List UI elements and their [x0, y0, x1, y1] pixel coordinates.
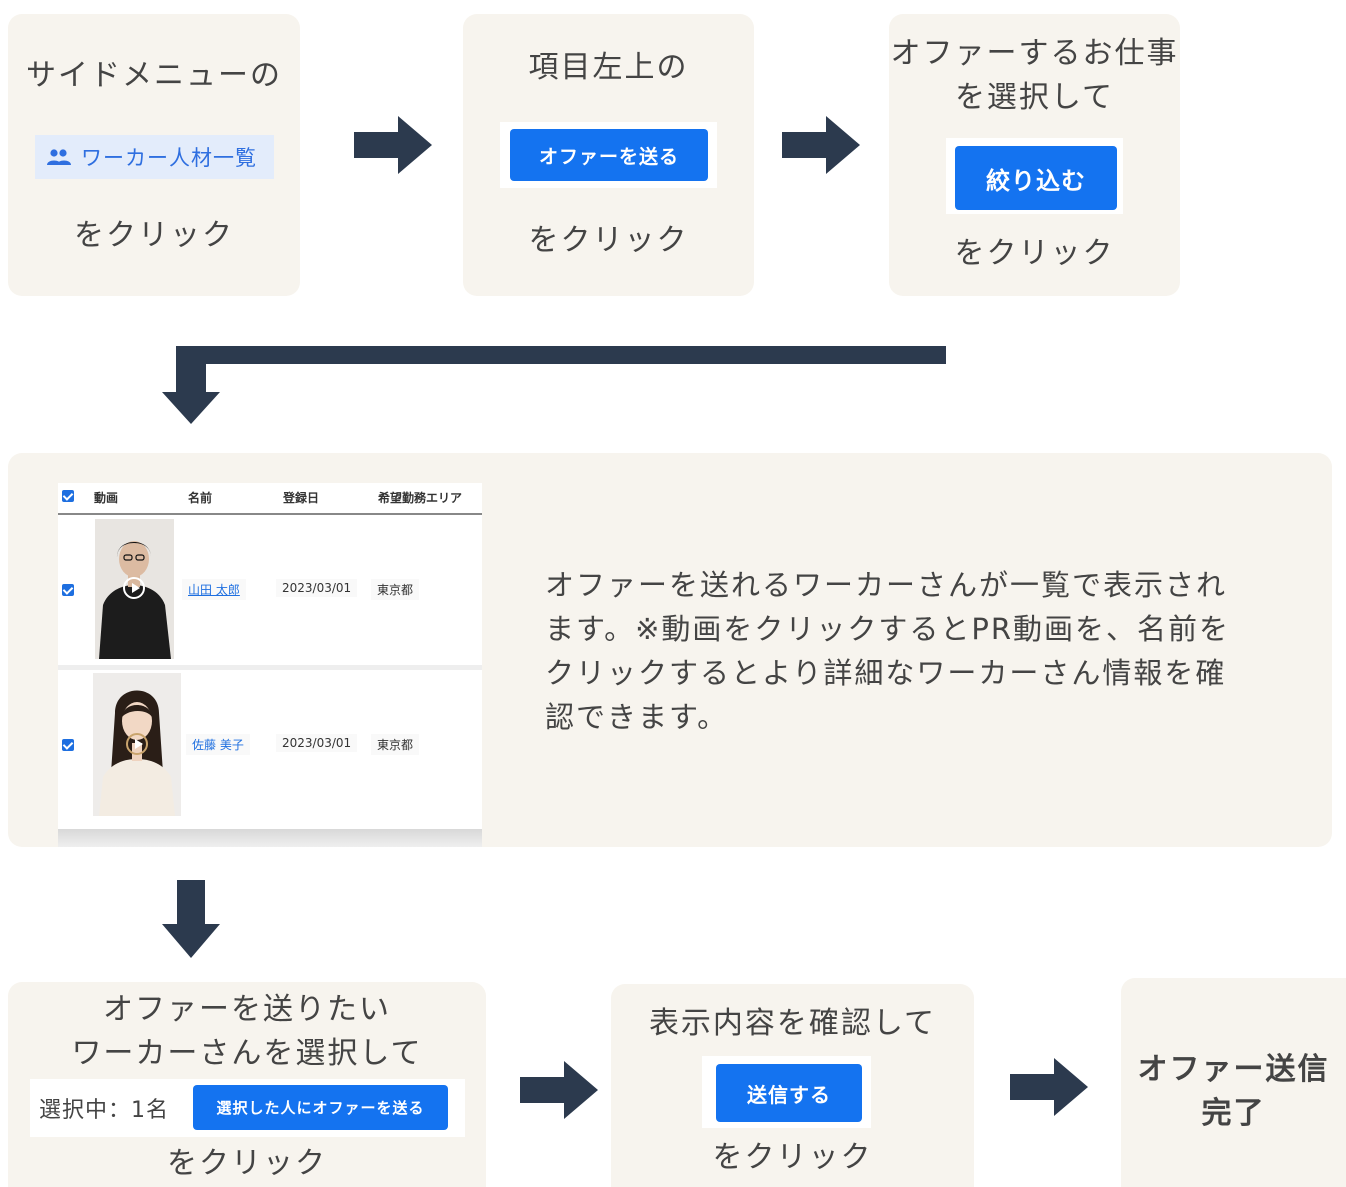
- arrow-down-icon: [162, 880, 220, 958]
- description-line: ます。※動画をクリックするとPR動画を、名前を: [545, 612, 1231, 646]
- column-header-name: 名前: [188, 491, 213, 505]
- worker-table-screenshot: 動画 名前 登録日 希望勤務エリア 山田 太郎 2023/03/01: [58, 483, 482, 847]
- step1-card: サイドメニューの ワーカー人材一覧 をクリック: [8, 14, 300, 296]
- send-offer-to-selected-button[interactable]: 選択した人にオファーを送る: [193, 1085, 448, 1130]
- description-line: 認できます。: [545, 700, 729, 734]
- sidebar-item-label: ワーカー人材一覧: [81, 146, 257, 170]
- completion-line2: 完了: [1201, 1096, 1266, 1131]
- column-header-registered: 登録日: [283, 491, 320, 505]
- registered-date: 2023/03/01: [276, 579, 358, 597]
- step1-action: をクリック: [74, 218, 234, 253]
- send-offer-button[interactable]: オファーを送る: [510, 129, 708, 181]
- worker-video-thumbnail[interactable]: [93, 673, 181, 816]
- selection-bar: 選択中：1名 選択した人にオファーを送る: [30, 1079, 465, 1137]
- step2-instruction: 項目左上の: [528, 50, 689, 85]
- button-frame: 送信する: [702, 1056, 871, 1128]
- select-all-checkbox[interactable]: [62, 490, 74, 502]
- registered-date: 2023/03/01: [276, 734, 358, 752]
- arrow-right-icon: [1010, 1058, 1088, 1116]
- arrow-right-icon: [782, 116, 860, 174]
- step7-card: オファー送信 完了: [1121, 978, 1346, 1187]
- step5-instruction-line2: ワーカーさんを選択して: [71, 1036, 423, 1071]
- step3-action: をクリック: [954, 236, 1115, 271]
- step1-instruction: サイドメニューの: [26, 58, 282, 93]
- play-icon[interactable]: [126, 733, 148, 755]
- completion-message: オファー送信 完了: [1121, 1048, 1346, 1136]
- arrow-right-icon: [520, 1061, 598, 1119]
- step5-instruction-line1: オファーを送りたい: [103, 992, 391, 1027]
- table-bottom-edge: [58, 829, 482, 847]
- column-header-area: 希望勤務エリア: [378, 491, 463, 505]
- step5-action: をクリック: [167, 1146, 327, 1181]
- people-icon: [47, 149, 71, 165]
- description-line: クリックするとより詳細なワーカーさん情報を確: [545, 656, 1227, 690]
- column-header-video: 動画: [94, 491, 119, 505]
- worker-name-link[interactable]: 佐藤 美子: [186, 734, 250, 755]
- step4-description: オファーを送れるワーカーさんが一覧で表示され ます。※動画をクリックするとPR動…: [545, 563, 1305, 739]
- button-frame: オファーを送る: [500, 122, 717, 188]
- worker-video-thumbnail[interactable]: [95, 519, 174, 659]
- step3-card: オファーするお仕事 を選択して 絞り込む をクリック: [889, 14, 1180, 296]
- header-divider: [58, 513, 482, 515]
- preferred-area: 東京都: [371, 734, 420, 755]
- sidebar-item-worker-list[interactable]: ワーカー人材一覧: [35, 135, 274, 179]
- row-checkbox[interactable]: [62, 739, 74, 751]
- step3-instruction-line1: オファーするお仕事: [890, 36, 1179, 71]
- completion-line1: オファー送信: [1137, 1052, 1330, 1087]
- button-frame: 絞り込む: [946, 138, 1123, 214]
- step5-card: オファーを送りたい ワーカーさんを選択して 選択中：1名 選択した人にオファーを…: [8, 982, 486, 1187]
- step2-card: 項目左上の オファーを送る をクリック: [463, 14, 754, 296]
- selected-count: 選択中：1名: [39, 1098, 169, 1123]
- arrow-down-turn-icon: [162, 344, 948, 426]
- step6-card: 表示内容を確認して 送信する をクリック: [611, 984, 974, 1187]
- preferred-area: 東京都: [371, 579, 420, 600]
- step3-instruction-line2: を選択して: [954, 80, 1115, 115]
- row-checkbox[interactable]: [62, 584, 74, 596]
- step6-action: をクリック: [712, 1140, 873, 1175]
- step4-card: 動画 名前 登録日 希望勤務エリア 山田 太郎 2023/03/01: [8, 453, 1332, 847]
- row-divider: [58, 665, 482, 670]
- step2-action: をクリック: [528, 223, 689, 258]
- arrow-right-icon: [354, 116, 432, 174]
- play-icon[interactable]: [123, 577, 145, 599]
- filter-button[interactable]: 絞り込む: [955, 146, 1117, 210]
- description-line: オファーを送れるワーカーさんが一覧で表示され: [545, 568, 1228, 602]
- send-button[interactable]: 送信する: [716, 1064, 862, 1122]
- worker-name-link[interactable]: 山田 太郎: [182, 579, 246, 600]
- step6-instruction: 表示内容を確認して: [648, 1006, 937, 1041]
